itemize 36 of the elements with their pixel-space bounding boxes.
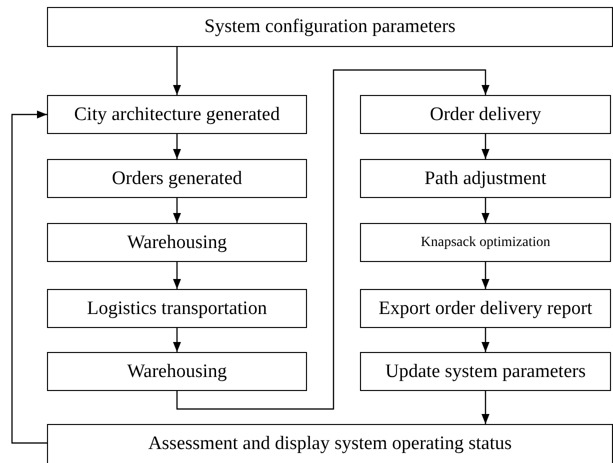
arrow: [173, 47, 181, 95]
arrow: [173, 134, 181, 159]
process-box: [360, 289, 611, 328]
process-box: [360, 159, 611, 198]
arrow: [482, 262, 490, 289]
box-label: Warehousing: [127, 360, 227, 382]
box-label: Order delivery: [430, 104, 542, 126]
process-box: [360, 95, 611, 134]
arrow: [11, 110, 47, 444]
arrow: [173, 328, 181, 352]
process-box: [47, 7, 613, 47]
box-label: System configuration parameters: [204, 16, 456, 38]
process-box: [47, 159, 307, 198]
arrow: [482, 134, 490, 159]
arrow: [482, 328, 490, 352]
box-label: Knapsack optimization: [420, 234, 550, 250]
process-box: [47, 223, 307, 262]
process-box: [360, 223, 611, 262]
process-box: [360, 352, 611, 391]
box-label: Warehousing: [127, 232, 227, 254]
box-label: Update system parameters: [385, 360, 586, 382]
box-label: Orders generated: [112, 168, 242, 190]
process-box: [47, 424, 613, 463]
box-label: Logistics transportation: [87, 298, 267, 320]
box-label: Path adjustment: [424, 168, 546, 190]
arrow: [176, 69, 490, 410]
arrow: [482, 391, 490, 424]
box-label: Export order delivery report: [378, 298, 592, 320]
process-box: [47, 95, 307, 134]
box-label: City architecture generated: [74, 104, 280, 126]
arrow: [173, 262, 181, 289]
process-box: [47, 289, 307, 328]
arrow: [173, 198, 181, 223]
process-box: [47, 352, 307, 391]
arrow: [482, 198, 490, 223]
box-label: Assessment and display system operating status: [148, 433, 512, 455]
